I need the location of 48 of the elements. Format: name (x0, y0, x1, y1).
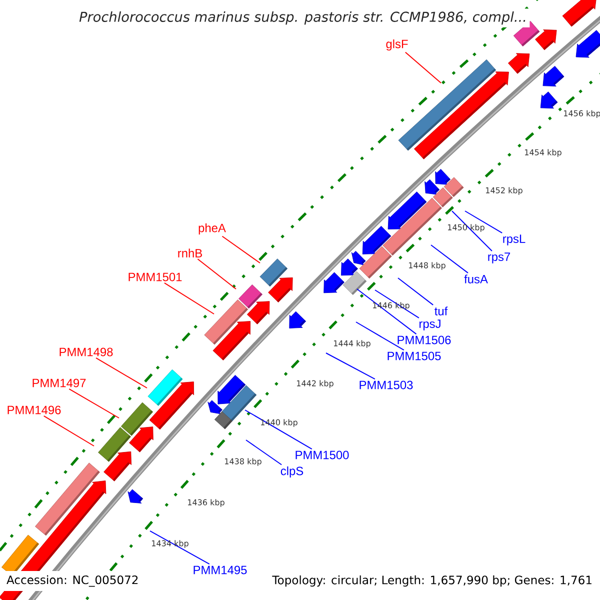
gene-label: PMM1505 (388, 352, 441, 360)
gene-label: PMM1503 (360, 380, 413, 390)
leader-line (452, 210, 492, 252)
gene-label: pheA (198, 223, 226, 235)
gene-label: PMM1506 (398, 336, 451, 344)
gene-label: rps7 (488, 252, 510, 264)
leader-line (398, 278, 434, 306)
leader-line (326, 352, 376, 380)
tick-label: 1438 kbp (225, 458, 262, 466)
gene-label: PMM1495 (194, 566, 247, 574)
title: Prochlorococcus marinus subsp. pastoris str. CCMP1986, compl... (76, 8, 530, 28)
tick-label: 1456 kbp (564, 110, 600, 118)
leader-line (244, 410, 312, 450)
leader-line (404, 52, 442, 84)
leader-line (43, 415, 94, 446)
leader-line (222, 236, 260, 264)
gene-label: glsF (386, 39, 408, 51)
gene-label: PMM1501 (128, 272, 182, 282)
tick-label: 1434 kbp (152, 540, 188, 548)
tick-label: 1436 kbp (188, 499, 224, 507)
accession-text: Accession: NC_005072 (2, 571, 143, 591)
gene-label: PMM1498 (60, 348, 113, 356)
leader-line (197, 258, 236, 290)
gene-label: fusA (464, 274, 488, 284)
gene-label: rnhB (178, 248, 202, 258)
gene-label: rpsL (503, 234, 526, 246)
gene-label: PMM1496 (8, 406, 61, 414)
leader-line (464, 210, 503, 234)
gene-label: PMM1497 (32, 378, 86, 388)
leader-line (68, 388, 120, 418)
tick-label: 1444 kbp (334, 340, 370, 348)
leader-line (246, 440, 282, 466)
tick-label: 1454 kbp (525, 149, 562, 157)
gene-label: PMM1500 (296, 450, 349, 460)
leader-line (356, 288, 417, 335)
tick-label: 1450 kbp (448, 224, 484, 232)
tick-label: 1448 kbp (409, 262, 446, 270)
leader-line (150, 530, 210, 565)
gene-label: clpS (280, 466, 304, 478)
leader-line (164, 282, 214, 314)
leader-line (356, 322, 404, 351)
leader-line (430, 244, 468, 274)
genome-info-text: Topology: circular; Length: 1,657,990 bp; Genes: 1,761 (268, 571, 597, 591)
tick-label: 1452 kbp (486, 187, 522, 195)
tick-label: 1442 kbp (297, 380, 334, 388)
gene-label: rpsJ (420, 320, 440, 330)
gene-label: tuf (434, 306, 448, 316)
leader-line (96, 357, 148, 388)
